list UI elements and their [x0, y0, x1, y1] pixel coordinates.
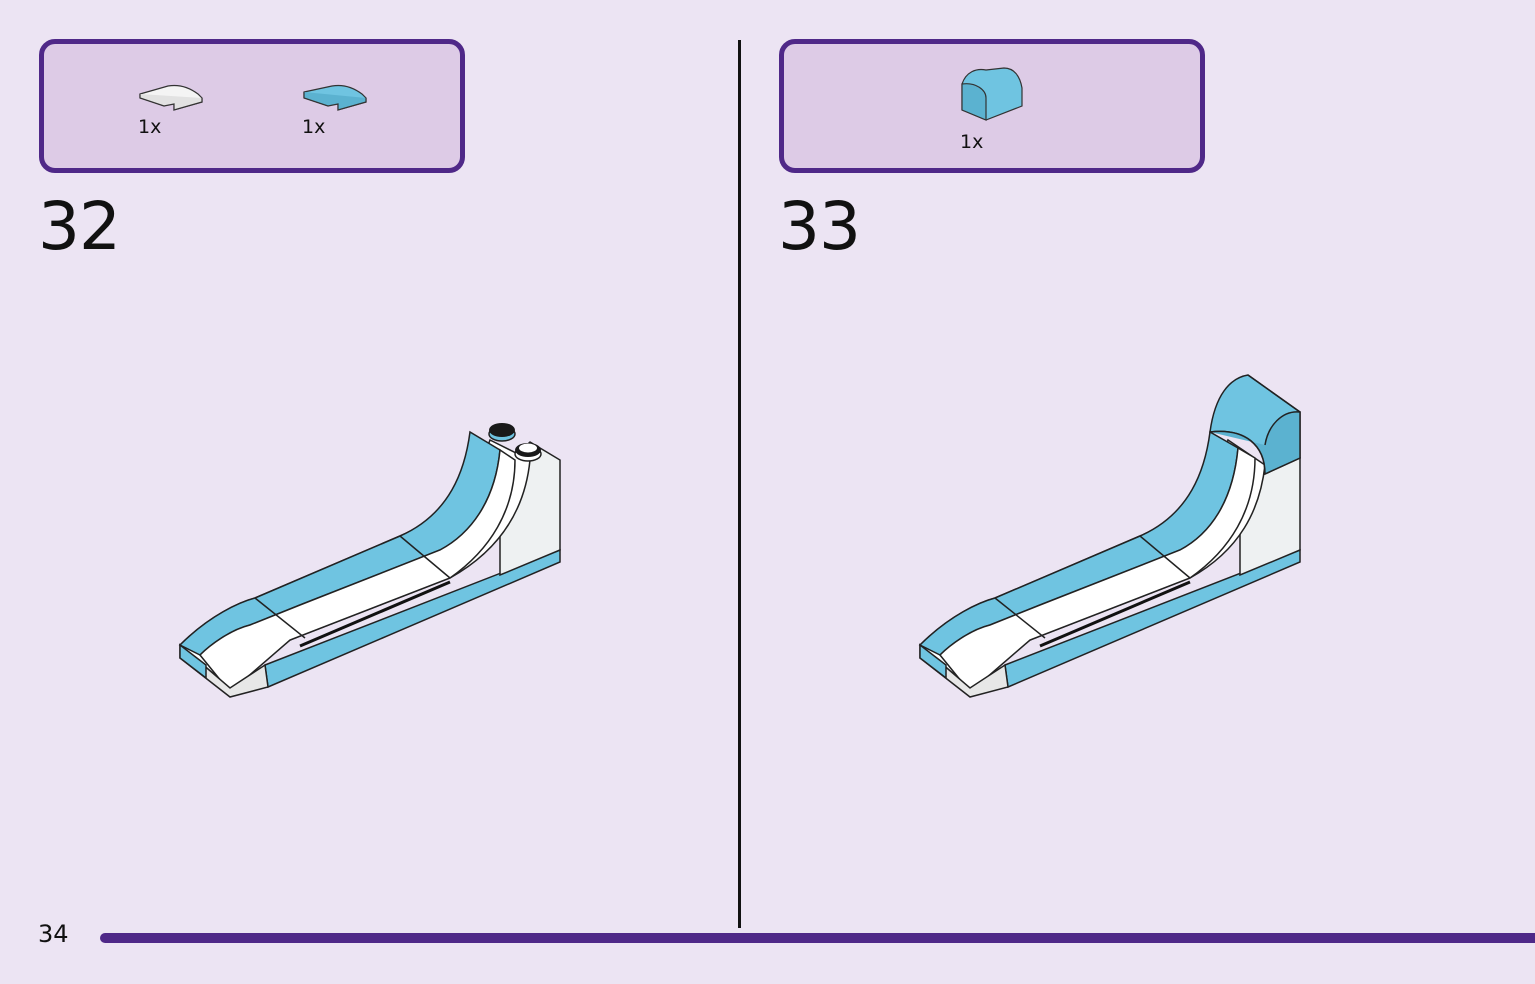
parts-callout-step-32: 1x 1x	[39, 39, 465, 173]
part-qty: 1x	[138, 116, 162, 138]
part-qty: 1x	[302, 116, 326, 138]
brick-stud	[488, 423, 516, 442]
page-number: 34	[38, 920, 69, 948]
step-32-model-illustration	[178, 423, 561, 698]
curved-brick	[1209, 374, 1301, 476]
step-divider	[738, 40, 741, 928]
step-number: 32	[38, 188, 121, 265]
part-qty: 1x	[960, 131, 984, 153]
step-33-model-illustration	[918, 374, 1301, 698]
brick-stud	[514, 443, 542, 462]
footer-bar	[100, 933, 1535, 943]
blue-curved-slope-icon	[303, 84, 367, 111]
blue-curved-brick-icon	[961, 67, 1023, 121]
parts-callout-step-33: 1x	[779, 39, 1205, 173]
white-curved-slope-icon	[139, 84, 203, 111]
step-number: 33	[778, 188, 861, 265]
